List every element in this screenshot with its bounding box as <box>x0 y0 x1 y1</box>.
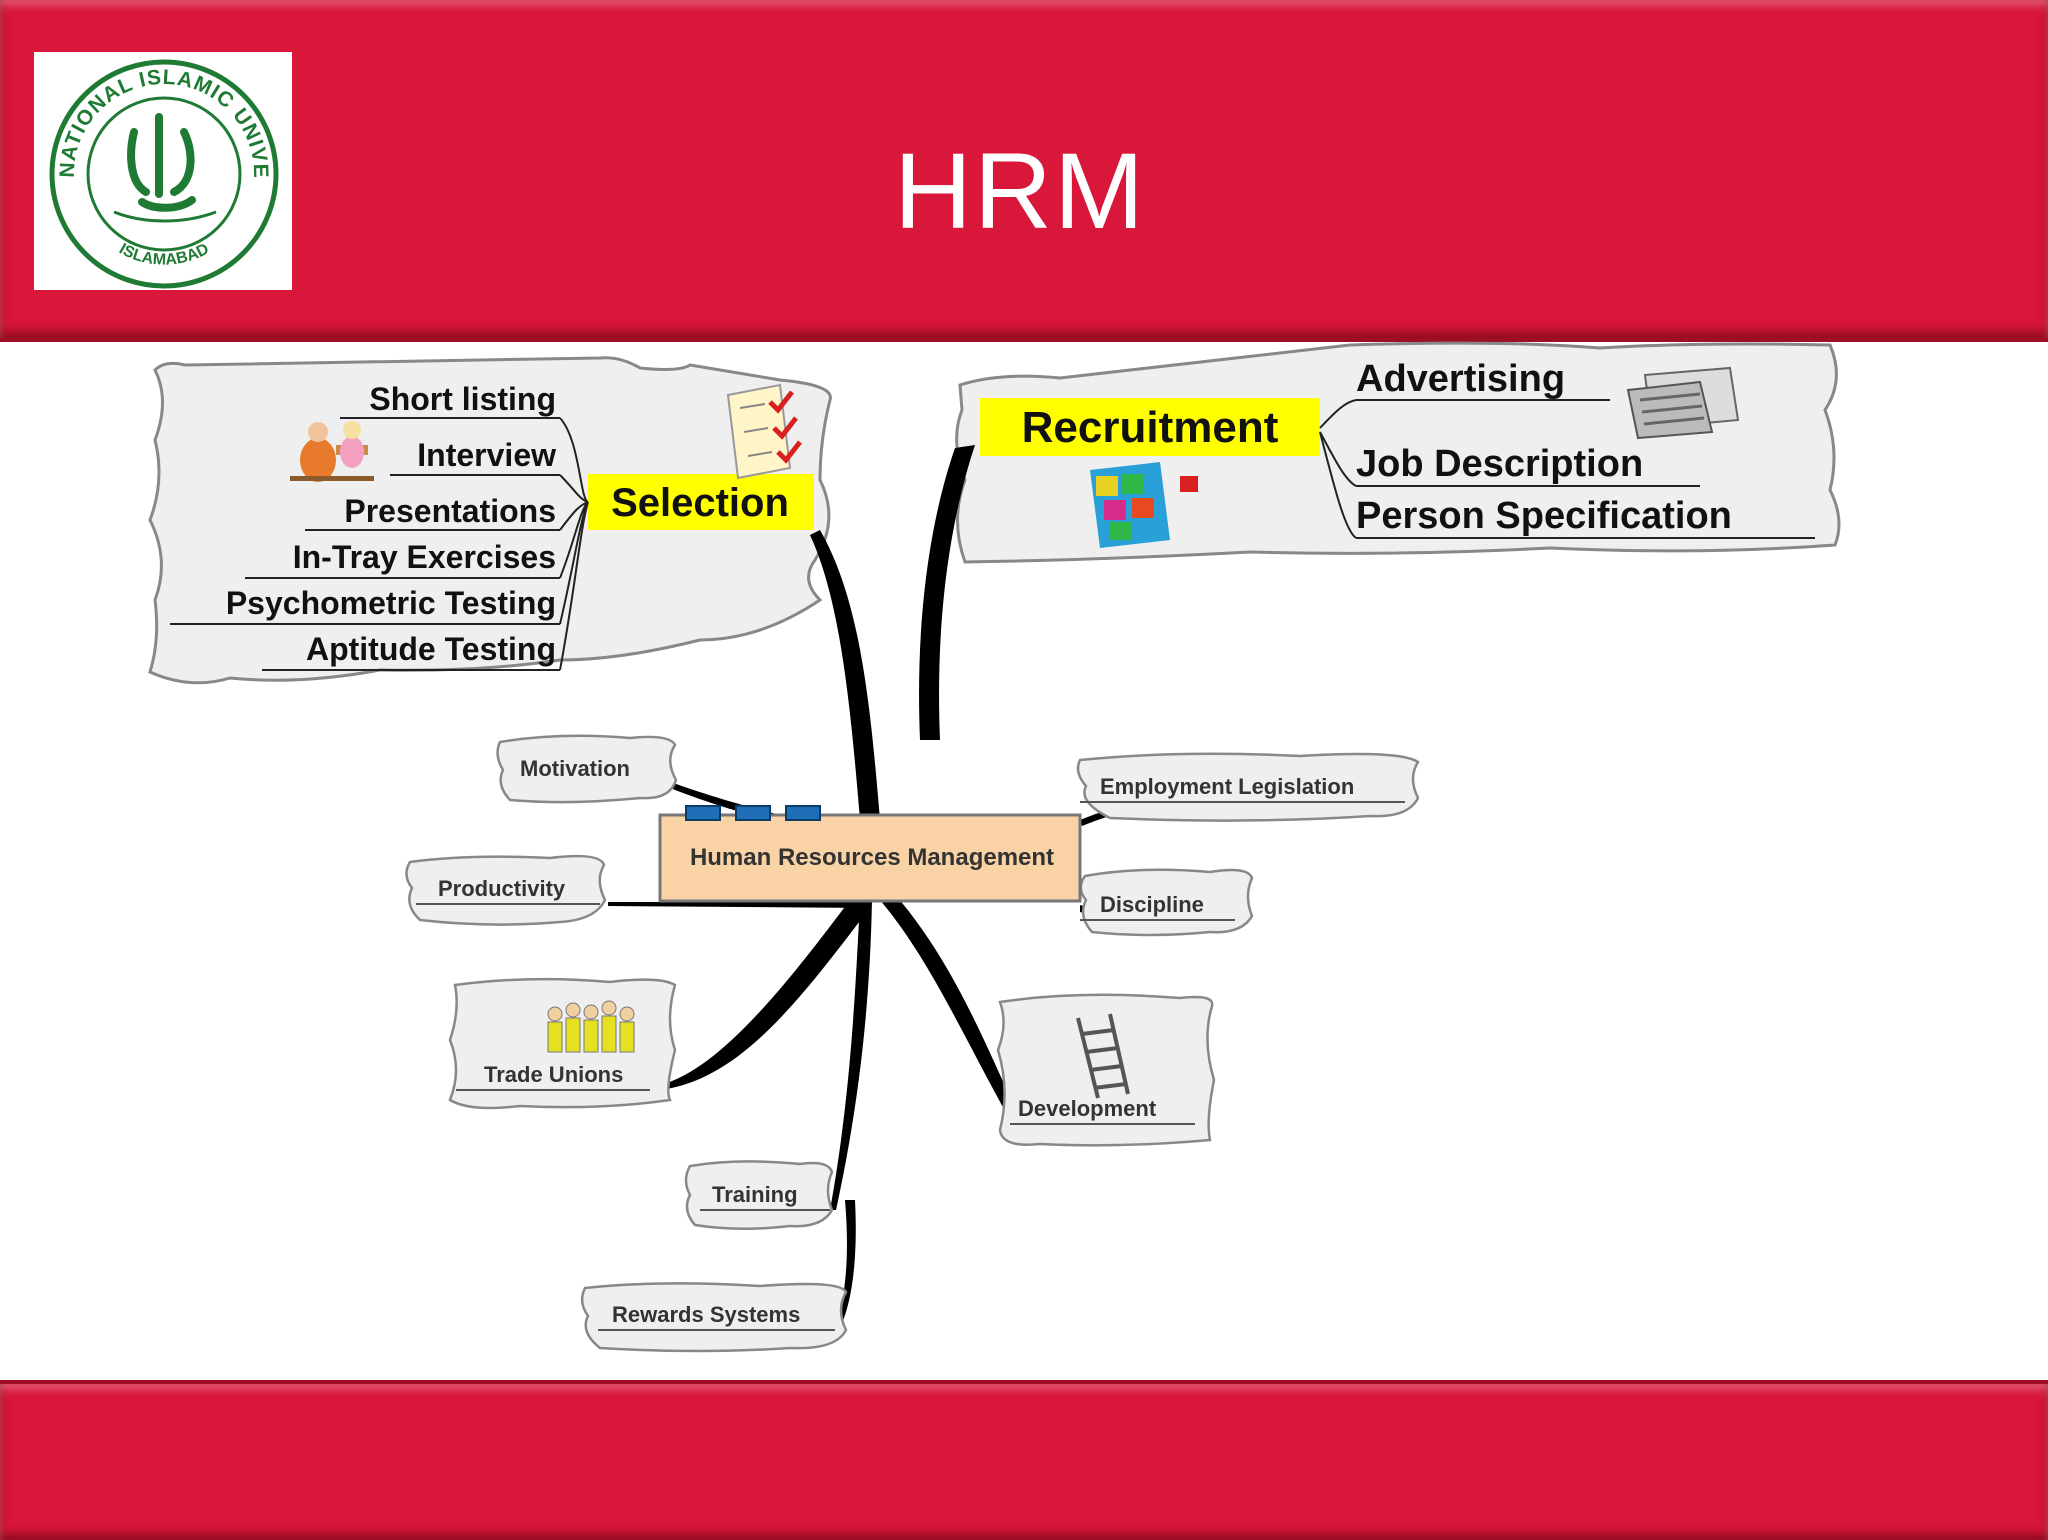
header-band <box>0 0 2048 342</box>
selection-item: Aptitude Testing <box>306 631 556 667</box>
recruitment-item: Job Description <box>1356 443 1643 485</box>
center-tab-2 <box>735 805 771 821</box>
workers-group-icon <box>547 1000 635 1053</box>
center-tab-1 <box>685 805 721 821</box>
branch-development-label: Development <box>1018 1096 1157 1121</box>
motivation-cloud <box>496 734 678 804</box>
recruitment-item: Person Specification <box>1356 495 1732 537</box>
branch-training-label: Training <box>712 1182 798 1207</box>
branch-motivation-label: Motivation <box>520 756 630 781</box>
branch-employment-legislation-label: Employment Legislation <box>1100 774 1354 799</box>
branch-rewards-label: Rewards Systems <box>612 1302 800 1327</box>
recruitment-cloud <box>955 341 1841 564</box>
selection-highlight <box>588 474 814 530</box>
jigsaw-puzzle-icon <box>1090 462 1198 548</box>
development-cloud <box>996 993 1216 1147</box>
training-cloud <box>684 1160 834 1230</box>
branch-discipline-label: Discipline <box>1100 892 1204 917</box>
recruitment-item: Advertising <box>1356 358 1565 400</box>
discipline-cloud <box>1079 868 1254 937</box>
rewards-cloud <box>580 1282 848 1353</box>
branch-trade-unions-label: Trade Unions <box>484 1062 623 1087</box>
selection-item: Presentations <box>344 493 556 529</box>
branch-productivity-label: Productivity <box>438 876 566 901</box>
university-logo: INTERNATIONAL ISLAMIC UNIVERSITY ISLAMAB… <box>26 34 292 290</box>
branch-label-underlines <box>416 801 1405 1331</box>
slide-title: HRM <box>894 130 1146 251</box>
checklist-icon <box>726 383 802 480</box>
newspaper-icon <box>1626 366 1740 440</box>
selection-item: Interview <box>417 437 556 473</box>
center-node-label: Human Resources Management <box>690 844 1054 871</box>
recruitment-label: Recruitment <box>1022 403 1279 452</box>
recruitment-item-lines <box>1319 399 1815 539</box>
selection-item: Psychometric Testing <box>226 585 556 621</box>
selection-label: Selection <box>611 481 789 525</box>
ladder-icon <box>1076 1013 1130 1099</box>
center-node-box <box>658 813 1082 903</box>
selection-item-lines <box>170 417 589 671</box>
footer-band <box>0 1380 2048 1540</box>
selection-item: In-Tray Exercises <box>293 539 556 575</box>
selection-item: Short listing <box>369 381 556 417</box>
productivity-cloud <box>405 854 607 926</box>
recruitment-highlight <box>980 398 1320 456</box>
interview-people-icon <box>290 421 374 482</box>
center-tab-3 <box>785 805 821 821</box>
